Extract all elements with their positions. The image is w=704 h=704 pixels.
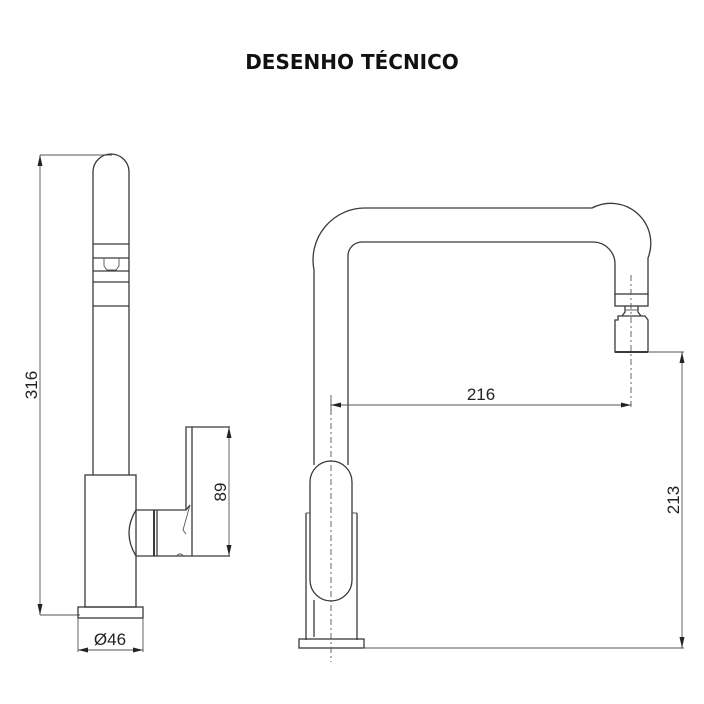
page-title: DESENHO TÉCNICO — [245, 50, 459, 74]
dimension-216-label: 216 — [467, 385, 495, 404]
aerator-ring — [614, 293, 649, 307]
front-spout-inner — [347, 241, 616, 465]
front-base — [298, 638, 365, 649]
side-body — [84, 474, 137, 608]
front-spout-outer — [312, 202, 652, 637]
aerator-tip — [614, 315, 649, 353]
dimension-216: 216 — [330, 385, 631, 412]
side-spout-pipe — [92, 153, 130, 475]
dimension-316-label: 316 — [22, 371, 41, 399]
dimension-diameter-46-label: Ø46 — [94, 630, 126, 649]
dimension-diameter-46: Ø46 — [77, 618, 144, 653]
side-base — [77, 606, 144, 619]
dimension-213: 213 — [364, 351, 685, 649]
front-view: 216 213 — [298, 202, 685, 662]
dimension-89: 89 — [211, 427, 232, 556]
side-handle-lever — [185, 426, 193, 556]
front-lever-oval — [309, 460, 353, 602]
front-body — [305, 513, 358, 640]
dimension-213-label: 213 — [664, 486, 683, 514]
side-view: 316 89 — [22, 153, 232, 653]
dimension-89-label: 89 — [211, 483, 230, 502]
dimension-316: 316 — [22, 154, 112, 616]
